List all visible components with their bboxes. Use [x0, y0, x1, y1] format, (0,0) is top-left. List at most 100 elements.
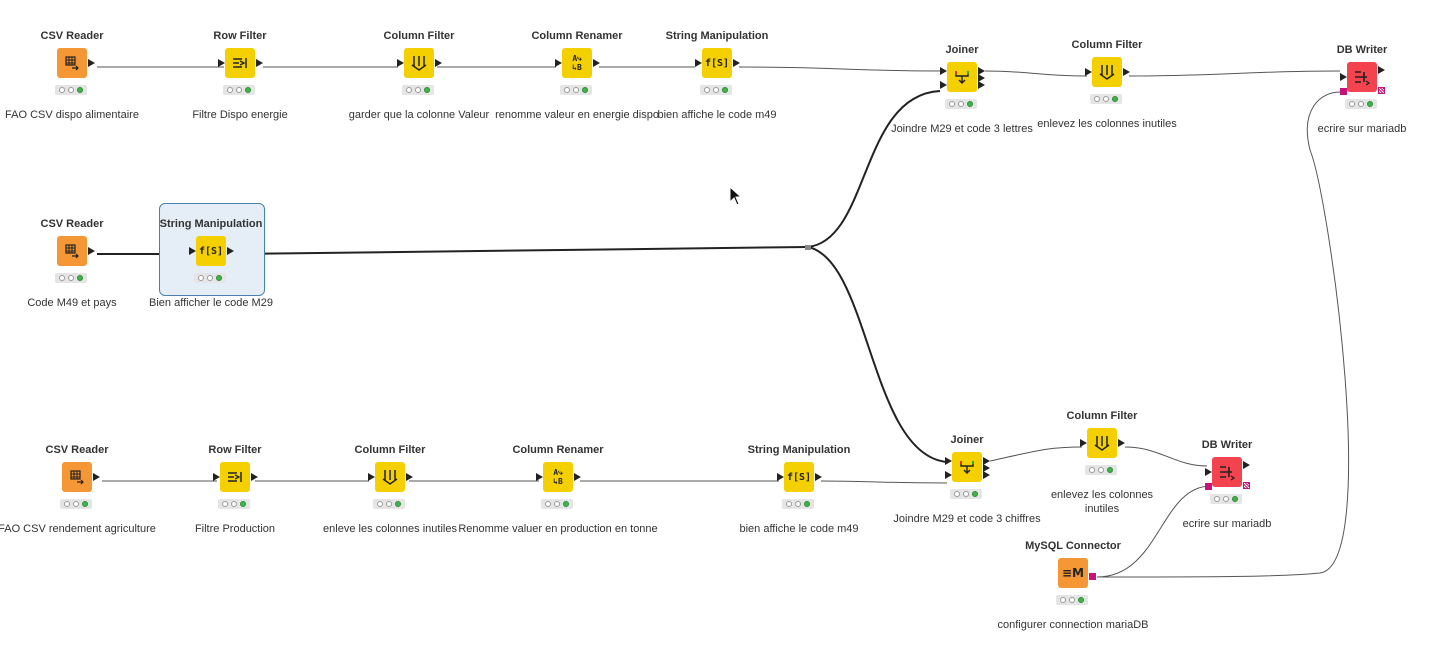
input-port[interactable] — [945, 457, 952, 465]
output-port[interactable] — [983, 464, 990, 472]
column-renamer-icon[interactable]: A⤷↳B — [543, 462, 573, 492]
input-port[interactable] — [1085, 68, 1092, 76]
column-filter-icon[interactable] — [1092, 57, 1122, 87]
node-annotation[interactable]: enlevez les colonnes inutiles — [1037, 118, 1177, 130]
node-annotation[interactable]: configurer connection mariaDB — [997, 619, 1149, 631]
output-port[interactable] — [435, 59, 442, 67]
column-filter-icon[interactable] — [404, 48, 434, 78]
output-port[interactable] — [1118, 439, 1125, 447]
string-manipulation-icon[interactable]: f[S] — [784, 462, 814, 492]
mysql-connector-icon[interactable]: ≡M — [1058, 558, 1088, 588]
input-port[interactable] — [777, 473, 784, 481]
output-port[interactable] — [256, 59, 263, 67]
node-annotation[interactable]: Filtre Dispo energie — [192, 109, 288, 121]
db-output-port[interactable] — [1089, 573, 1096, 580]
string-manipulation-icon[interactable]: f[S] — [702, 48, 732, 78]
node-annotation[interactable]: Renomme valuer en production en tonne — [458, 523, 658, 535]
db-output-port[interactable] — [1243, 482, 1250, 489]
db-input-port[interactable] — [1340, 88, 1347, 95]
node-annotation[interactable]: ecrire sur mariadb — [1317, 123, 1407, 135]
db-writer-icon[interactable] — [1212, 457, 1242, 487]
output-port[interactable] — [978, 74, 985, 82]
node-annotation[interactable]: ecrire sur mariadb — [1182, 518, 1272, 530]
node-annotation[interactable]: enleve les colonnes inutiles — [323, 523, 457, 535]
output-port[interactable] — [406, 473, 413, 481]
node-annotation[interactable]: FAO CSV dispo alimentaire — [5, 109, 139, 121]
input-port[interactable] — [555, 59, 562, 67]
node-annotation[interactable]: bien affiche le code m49 — [739, 523, 859, 535]
output-port[interactable] — [88, 59, 95, 67]
csv-reader-icon[interactable] — [57, 236, 87, 266]
input-port[interactable] — [1205, 468, 1212, 476]
input-port[interactable] — [218, 59, 225, 67]
output-port[interactable] — [93, 473, 100, 481]
node-annotation[interactable]: garder que la colonne Valeur — [348, 109, 490, 121]
node-annotation[interactable]: enlevez les colonnes inutiles — [1050, 489, 1154, 515]
row-filter-icon[interactable] — [225, 48, 255, 78]
csv-reader-icon[interactable] — [62, 462, 92, 492]
joiner-icon[interactable] — [952, 452, 982, 482]
node-annotation[interactable]: Joindre M29 et code 3 lettres — [891, 123, 1033, 135]
output-port[interactable] — [593, 59, 600, 67]
output-port[interactable] — [978, 67, 985, 75]
output-port[interactable] — [815, 473, 822, 481]
input-port[interactable] — [945, 471, 952, 479]
string-manipulation-icon[interactable]: f[S] — [196, 236, 226, 266]
node-annotation[interactable]: Joindre M29 et code 3 chiffres — [893, 513, 1041, 525]
output-port[interactable] — [978, 81, 985, 89]
input-port[interactable] — [940, 81, 947, 89]
output-port[interactable] — [88, 247, 95, 255]
output-port[interactable] — [227, 247, 234, 255]
input-port[interactable] — [940, 67, 947, 75]
node-annotation[interactable]: Code M49 et pays — [27, 297, 117, 309]
input-port[interactable] — [213, 473, 220, 481]
output-port[interactable] — [983, 471, 990, 479]
db-writer-icon[interactable] — [1347, 62, 1377, 92]
column-renamer-icon[interactable]: A⤷↳B — [562, 48, 592, 78]
node-annotation[interactable]: Filtre Production — [194, 523, 276, 535]
input-port[interactable] — [695, 59, 702, 67]
output-port[interactable] — [1378, 66, 1385, 74]
output-port[interactable] — [983, 457, 990, 465]
node-annotation[interactable]: FAO CSV rendement agriculture — [0, 523, 156, 535]
node-annotation[interactable]: bien affiche le code m49 — [657, 109, 777, 121]
column-filter-icon[interactable] — [1087, 428, 1117, 458]
output-port[interactable] — [733, 59, 740, 67]
db-input-port[interactable] — [1205, 483, 1212, 490]
input-port[interactable] — [536, 473, 543, 481]
csv-reader-icon[interactable] — [57, 48, 87, 78]
db-output-port[interactable] — [1378, 87, 1385, 94]
input-port[interactable] — [1340, 73, 1347, 81]
output-port[interactable] — [574, 473, 581, 481]
input-port[interactable] — [368, 473, 375, 481]
output-port[interactable] — [251, 473, 258, 481]
output-port[interactable] — [1243, 461, 1250, 469]
column-filter-icon[interactable] — [375, 462, 405, 492]
row-filter-icon[interactable] — [220, 462, 250, 492]
output-port[interactable] — [1123, 68, 1130, 76]
input-port[interactable] — [1080, 439, 1087, 447]
node-annotation[interactable]: renomme valeur en energie dispo — [495, 109, 659, 121]
input-port[interactable] — [397, 59, 404, 67]
joiner-icon[interactable] — [947, 62, 977, 92]
